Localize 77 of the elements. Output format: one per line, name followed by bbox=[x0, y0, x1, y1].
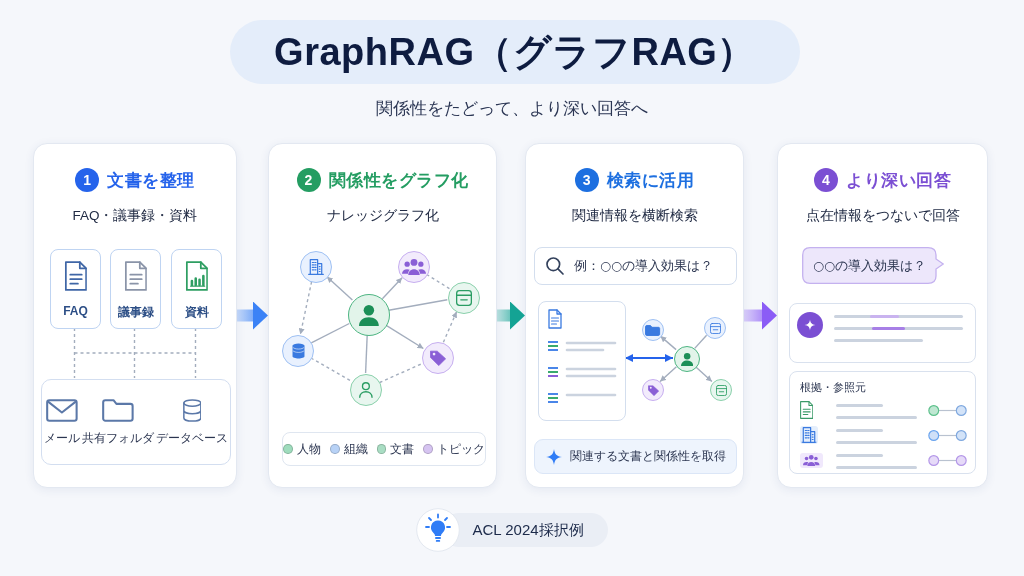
dashed-connector bbox=[442, 311, 458, 343]
source-label: メール bbox=[44, 430, 80, 446]
info-banner bbox=[534, 439, 737, 474]
step-subtitle: ナレッジグラフ化 bbox=[326, 207, 439, 225]
graph-node bbox=[674, 346, 700, 372]
graph-node bbox=[704, 317, 726, 339]
legend-label: トピック bbox=[437, 441, 485, 457]
result-list-card bbox=[538, 301, 626, 421]
step-number: 4 bbox=[814, 168, 838, 192]
step-subtitle: 関連情報を横断検索 bbox=[571, 207, 698, 225]
step-title: 検索に活用 bbox=[606, 169, 695, 192]
step-title: 文書を整理 bbox=[107, 169, 195, 192]
bubble-text: ○○の導入効果は？ bbox=[813, 257, 926, 274]
subtitle: 関係性をたどって、より深い回答へ bbox=[376, 98, 648, 120]
double-arrow bbox=[624, 354, 674, 362]
banner-text: 関連する文書と関係性を取得 bbox=[569, 448, 726, 465]
step-number: 3 bbox=[574, 168, 599, 192]
graph-node bbox=[350, 374, 382, 406]
dashed-connector bbox=[133, 327, 136, 379]
connector-line bbox=[388, 299, 448, 311]
dashed-connector bbox=[425, 273, 451, 290]
connector-line bbox=[326, 276, 354, 301]
graph-node bbox=[398, 251, 430, 283]
step-number: 2 bbox=[296, 168, 321, 192]
source-panel bbox=[41, 379, 231, 465]
document-label: FAQ bbox=[63, 304, 88, 318]
step-panel bbox=[777, 143, 988, 488]
connector-line bbox=[694, 366, 713, 383]
graph-node bbox=[642, 319, 664, 341]
graph-node bbox=[348, 294, 390, 336]
step-panel bbox=[33, 143, 237, 488]
source-label: データベース bbox=[156, 430, 228, 446]
legend-label: 文書 bbox=[390, 441, 415, 457]
dashed-connector bbox=[310, 357, 352, 382]
step-title: より深い回答 bbox=[846, 169, 951, 192]
section-heading: 根拠・参照元 bbox=[800, 380, 866, 395]
flow-arrow bbox=[497, 301, 525, 330]
connector-line bbox=[364, 334, 368, 374]
document-card bbox=[50, 249, 101, 329]
source-label: 共有フォルダ bbox=[82, 430, 154, 446]
graph-node bbox=[642, 379, 664, 401]
dashed-connector bbox=[73, 352, 197, 354]
step-panel bbox=[525, 143, 744, 488]
document-label: 議事録 bbox=[117, 304, 154, 321]
step-subtitle: FAQ・議事録・資料 bbox=[72, 207, 198, 225]
flow-arrow bbox=[237, 301, 268, 330]
step-panel bbox=[268, 143, 497, 488]
flow-arrow bbox=[744, 301, 777, 330]
source-card bbox=[789, 371, 976, 474]
dashed-connector bbox=[378, 362, 424, 384]
legend-label: 組織 bbox=[343, 441, 368, 457]
connector-line bbox=[694, 334, 708, 350]
connector-line bbox=[310, 322, 350, 344]
footnote-text: ACL 2024採択例 bbox=[472, 520, 584, 540]
step-subtitle: 点在情報をつないで回答 bbox=[805, 207, 960, 225]
graph-node bbox=[710, 379, 732, 401]
graph-node bbox=[282, 335, 314, 367]
search-field: 例：○○の導入効果は？ bbox=[534, 247, 737, 285]
graph-node bbox=[448, 282, 480, 314]
document-card bbox=[110, 249, 161, 329]
document-label: 資料 bbox=[184, 304, 209, 321]
step-number: 1 bbox=[75, 168, 100, 192]
graph-node bbox=[300, 251, 332, 283]
dashed-connector bbox=[194, 327, 197, 379]
dashed-connector bbox=[298, 280, 313, 336]
connector-line bbox=[659, 335, 677, 351]
page-title: GraphRAG（グラフRAG） bbox=[230, 20, 800, 84]
legend-label: 人物 bbox=[296, 441, 321, 457]
connector-line bbox=[659, 366, 678, 383]
dashed-connector bbox=[73, 327, 76, 379]
speech-bubble bbox=[802, 247, 944, 284]
step-title: 関係性をグラフ化 bbox=[328, 169, 469, 192]
connector-line bbox=[381, 277, 403, 300]
answer-card bbox=[789, 303, 976, 363]
document-card bbox=[171, 249, 222, 329]
graph-node bbox=[422, 342, 454, 374]
connector-line bbox=[385, 324, 425, 350]
